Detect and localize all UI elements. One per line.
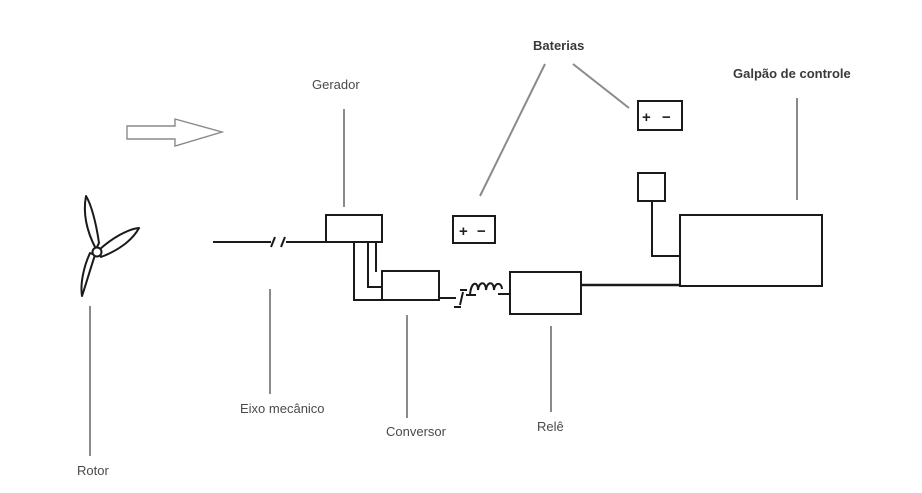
label-baterias: Baterias: [533, 38, 585, 53]
generator-converter-wires: [353, 242, 383, 301]
leader-lines: [89, 63, 798, 456]
leader-baterias-left: [479, 63, 546, 197]
battery-left: + −: [452, 215, 496, 244]
leader-baterias-right: [572, 63, 630, 109]
small-box-wire: [651, 201, 680, 257]
label-galpao-de-controle: Galpão de controle: [733, 66, 851, 81]
converter-relay-link: [439, 282, 511, 308]
label-eixo-mecanico: Eixo mecânico: [240, 401, 325, 416]
battery-left-plus: +: [459, 223, 468, 240]
mechanical-shaft: [213, 236, 327, 248]
shed-small-box: [637, 172, 666, 202]
label-gerador: Gerador: [312, 77, 360, 92]
rotor-blade-bottom: [80, 252, 96, 297]
battery-right-plus: +: [642, 109, 651, 126]
rotor-icon: [80, 195, 140, 297]
wind-arrow: [126, 118, 225, 147]
battery-left-minus: −: [477, 223, 486, 240]
battery-right-minus: −: [662, 109, 671, 126]
battery-right: + −: [637, 100, 683, 131]
converter-box: [381, 270, 440, 301]
label-conversor: Conversor: [386, 424, 446, 439]
generator-box: [325, 214, 383, 243]
label-rele: Relê: [537, 419, 564, 434]
rotor-blade-right: [98, 227, 140, 258]
relay-box: [509, 271, 582, 315]
rotor-blade-top: [83, 195, 100, 250]
label-rotor: Rotor: [77, 463, 109, 478]
control-shed-box: [679, 214, 823, 287]
rotor-hub: [91, 246, 103, 258]
